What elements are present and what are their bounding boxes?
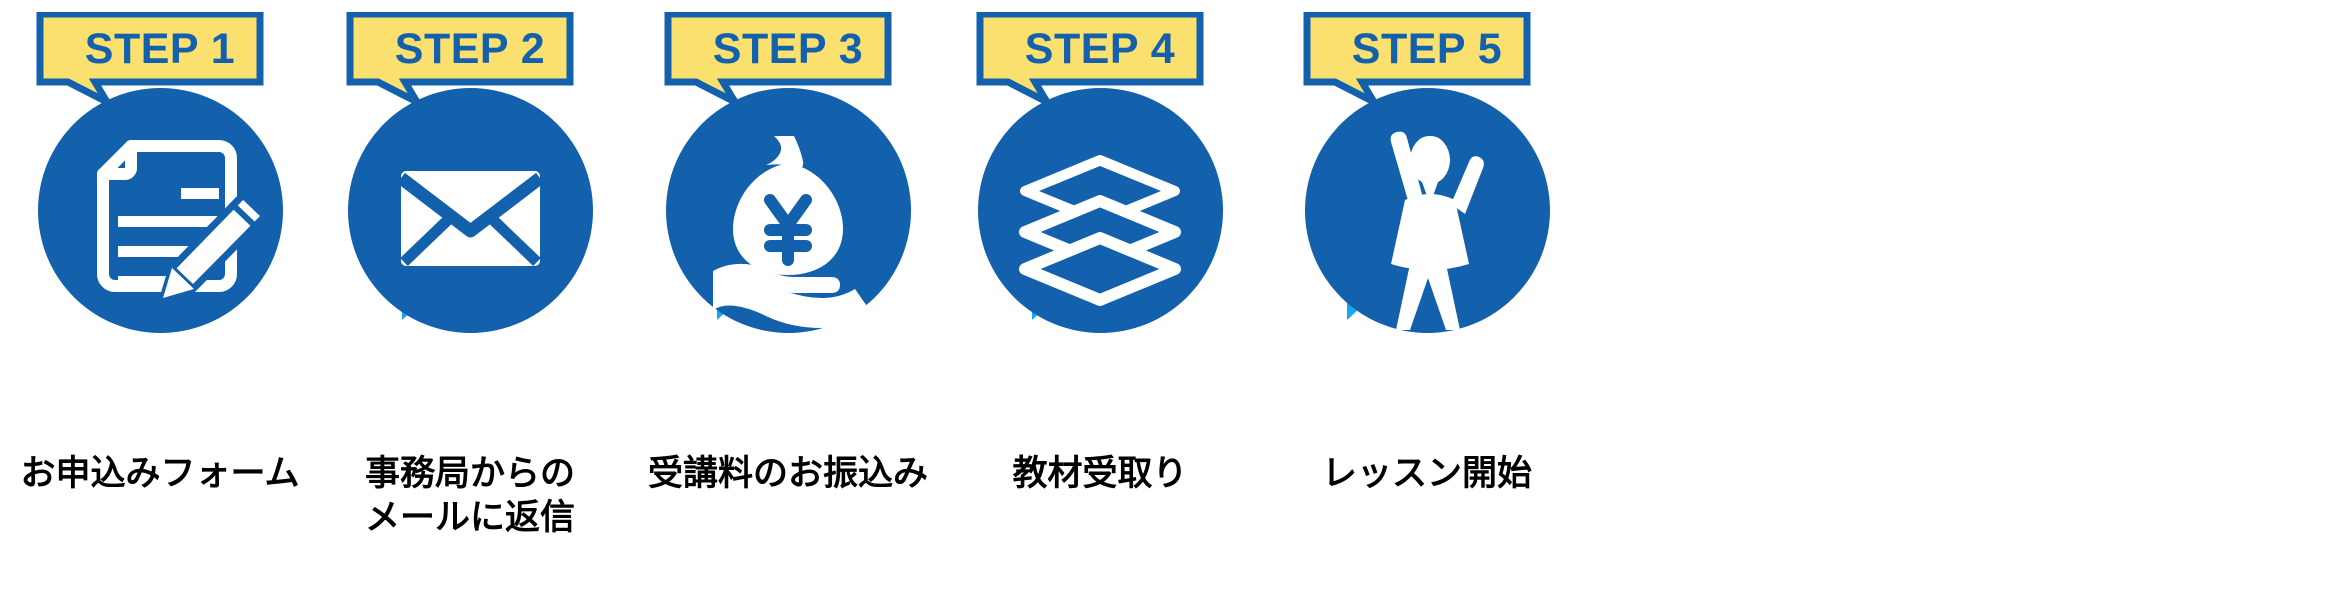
step-5-caption: レッスン開始: [1247, 452, 1607, 496]
step-1-caption-line-1: お申込みフォーム: [20, 454, 300, 493]
speech-bubble-shape: [664, 12, 892, 104]
step-5-caption-line-1: レッスン開始: [1321, 454, 1532, 493]
document-pencil-icon: [97, 140, 269, 302]
step-5-badge: STEP 5: [1277, 12, 1577, 104]
cheering-person-icon: [1390, 131, 1484, 330]
step-4-caption-line-1: 教材受取り: [1012, 454, 1188, 493]
book-top: [1020, 155, 1180, 227]
speech-bubble-shape: [36, 12, 264, 104]
hand-shape: [713, 263, 871, 328]
step-2: STEP 2 事務局からの メールに返信: [320, 0, 620, 596]
pencil-shape: [159, 191, 269, 302]
step-5: STEP 5 レッスン開始: [1277, 0, 1577, 596]
speech-bubble-shape: [976, 12, 1204, 104]
step-3: STEP 3 受講料のお振込み: [638, 0, 938, 596]
speech-bubble-shape: [1303, 12, 1531, 104]
book-bottom: [1019, 232, 1181, 306]
step-2-caption-line-1: 事務局からの: [364, 454, 575, 493]
step-2-caption: 事務局からの メールに返信: [290, 452, 650, 540]
step-1-caption: お申込みフォーム: [0, 452, 340, 496]
raised-arm-left: [1390, 131, 1423, 204]
step-1-badge: STEP 1: [10, 12, 310, 104]
step-4-caption: 教材受取り: [920, 452, 1280, 496]
legs: [1396, 264, 1460, 330]
yen-symbol: [764, 194, 812, 266]
step-2-icon-circle: [348, 88, 593, 333]
neck: [1422, 182, 1438, 196]
step-4: STEP 4 教材受取り: [950, 0, 1250, 596]
step-1-icon-circle: [38, 88, 283, 333]
step-3-caption: 受講料のお振込み: [608, 452, 968, 496]
step-4-badge: STEP 4: [950, 12, 1250, 104]
step-4-icon-circle: [978, 88, 1223, 333]
envelope-icon: [397, 171, 544, 266]
step-5-icon-circle: [1305, 88, 1550, 333]
hair: [1413, 136, 1447, 150]
speech-bubble-shape: [346, 12, 574, 104]
raised-arm-right: [1451, 156, 1484, 214]
books-stack-icon: [1019, 155, 1181, 306]
step-3-badge: STEP 3: [638, 12, 938, 104]
torso-skirt: [1391, 194, 1469, 270]
money-bag-yen-hand-icon: [713, 136, 871, 328]
step-3-caption-line-1: 受講料のお振込み: [647, 454, 928, 493]
step-3-icon-circle: [666, 88, 911, 333]
step-1: STEP 1: [10, 0, 310, 596]
step-2-badge: STEP 2: [320, 12, 620, 104]
step-2-caption-line-2: メールに返信: [364, 498, 575, 537]
